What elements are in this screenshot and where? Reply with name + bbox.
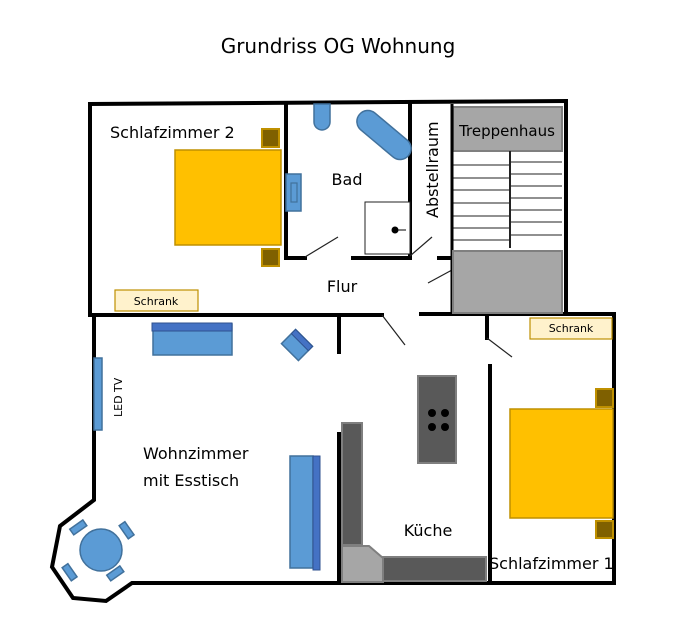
label-wohnzimmer: Wohnzimmer bbox=[143, 444, 249, 463]
label-led-tv: LED TV bbox=[112, 377, 125, 417]
label-schrank-right: Schrank bbox=[549, 322, 594, 335]
nightstand bbox=[595, 388, 614, 408]
plan-title: Grundriss OG Wohnung bbox=[221, 34, 456, 58]
label-schlafzimmer-1: Schlafzimmer 1 bbox=[489, 554, 614, 573]
staircase bbox=[450, 104, 563, 314]
label-wohnzimmer-esstisch: mit Esstisch bbox=[143, 471, 239, 490]
nightstand bbox=[595, 520, 614, 539]
label-schrank-left: Schrank bbox=[134, 295, 179, 308]
dining-table bbox=[61, 518, 136, 582]
kitchen-counter-left bbox=[341, 422, 363, 546]
label-bad: Bad bbox=[332, 170, 363, 189]
tv-icon bbox=[93, 357, 103, 431]
nightstand bbox=[261, 248, 280, 267]
sink-icon bbox=[285, 173, 302, 212]
label-schlafzimmer-2: Schlafzimmer 2 bbox=[110, 123, 235, 142]
bed-schlafzimmer-2 bbox=[174, 149, 282, 246]
sideboard-edge bbox=[312, 455, 321, 571]
shower-drain bbox=[391, 226, 399, 234]
kitchen-counter-bottom bbox=[382, 556, 487, 582]
nightstand bbox=[261, 128, 280, 148]
label-treppenhaus: Treppenhaus bbox=[458, 122, 555, 140]
walls bbox=[49, 98, 616, 604]
shower-icon bbox=[364, 201, 411, 255]
bathtub-icon bbox=[356, 109, 412, 161]
label-kueche: Küche bbox=[404, 521, 453, 540]
kitchen-counter-corner bbox=[341, 545, 384, 583]
kitchen-island-stove bbox=[417, 375, 457, 464]
sink-basin bbox=[290, 182, 298, 203]
wardrobe-right bbox=[529, 317, 613, 340]
sideboard bbox=[289, 455, 314, 569]
label-abstellraum: Abstellraum bbox=[423, 121, 442, 218]
stove-burners-icon bbox=[428, 409, 449, 431]
sofa-back bbox=[151, 322, 233, 332]
wardrobe-left bbox=[114, 289, 199, 312]
armchair bbox=[280, 328, 314, 362]
toilet-icon bbox=[313, 103, 331, 131]
label-flur: Flur bbox=[327, 277, 358, 296]
doors bbox=[304, 236, 513, 358]
bed-schlafzimmer-1 bbox=[509, 408, 614, 519]
